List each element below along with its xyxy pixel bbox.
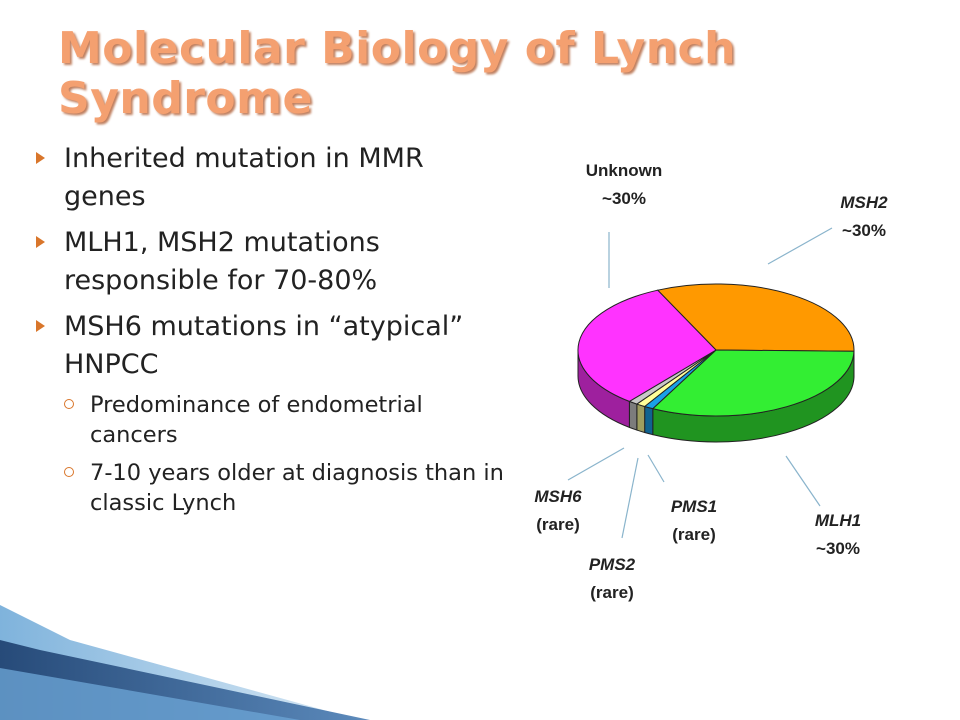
slice-label-pms2: (rare)	[590, 583, 633, 602]
slice-label-pms2: PMS2	[589, 555, 636, 574]
bullet-item: Inherited mutation in MMR genes	[36, 140, 506, 216]
slice-label-msh2: MSH2	[840, 193, 888, 212]
bullet-text: Inherited mutation in MMR genes	[64, 143, 424, 212]
arrow-bullet-icon	[36, 320, 45, 332]
bullet-item: MSH6 mutations in “atypical” HNPCC Predo…	[36, 308, 506, 518]
circle-bullet-icon	[64, 467, 74, 477]
pie-slice-msh2	[656, 283, 855, 352]
slice-label-msh6: MSH6	[534, 487, 582, 506]
sub-bullet-item: 7-10 years older at diagnosis than in cl…	[64, 458, 506, 518]
leader-line-mlh1	[785, 455, 821, 507]
arrow-bullet-icon	[36, 152, 45, 164]
bullet-text: MLH1, MSH2 mutations responsible for 70-…	[64, 227, 380, 296]
circle-bullet-icon	[64, 399, 74, 409]
slide-title: Molecular Biology of Lynch Syndrome	[58, 23, 736, 124]
slice-label-unknown: Unknown	[586, 161, 663, 180]
sub-bullet-text: Predominance of endometrial cancers	[90, 392, 423, 448]
slice-label-msh6: (rare)	[536, 515, 579, 534]
leader-line-msh2	[767, 227, 833, 265]
slice-label-pms1: PMS1	[671, 497, 717, 516]
slice-label-mlh1: ~30%	[816, 539, 860, 558]
bullet-item: MLH1, MSH2 mutations responsible for 70-…	[36, 224, 506, 300]
bullet-list: Inherited mutation in MMR genes MLH1, MS…	[36, 140, 506, 526]
leader-line-pms1	[647, 454, 665, 483]
leader-line-msh6	[567, 447, 625, 481]
pie-slice-unknown	[577, 289, 717, 402]
slice-label-msh2: ~30%	[842, 221, 886, 240]
pie-slice-mlh1	[651, 349, 855, 417]
sub-bullet-item: Predominance of endometrial cancers	[64, 390, 506, 450]
sub-bullet-list: Predominance of endometrial cancers 7-10…	[64, 390, 506, 518]
ribbon-mid-band	[0, 668, 300, 720]
leader-line-pms2	[621, 457, 639, 539]
arrow-bullet-icon	[36, 236, 45, 248]
bullet-text: MSH6 mutations in “atypical” HNPCC	[64, 311, 464, 380]
slice-label-unknown: ~30%	[602, 189, 646, 208]
sub-bullet-text: 7-10 years older at diagnosis than in cl…	[90, 460, 504, 516]
slice-label-pms1: (rare)	[672, 525, 715, 544]
slice-label-mlh1: MLH1	[815, 511, 861, 530]
